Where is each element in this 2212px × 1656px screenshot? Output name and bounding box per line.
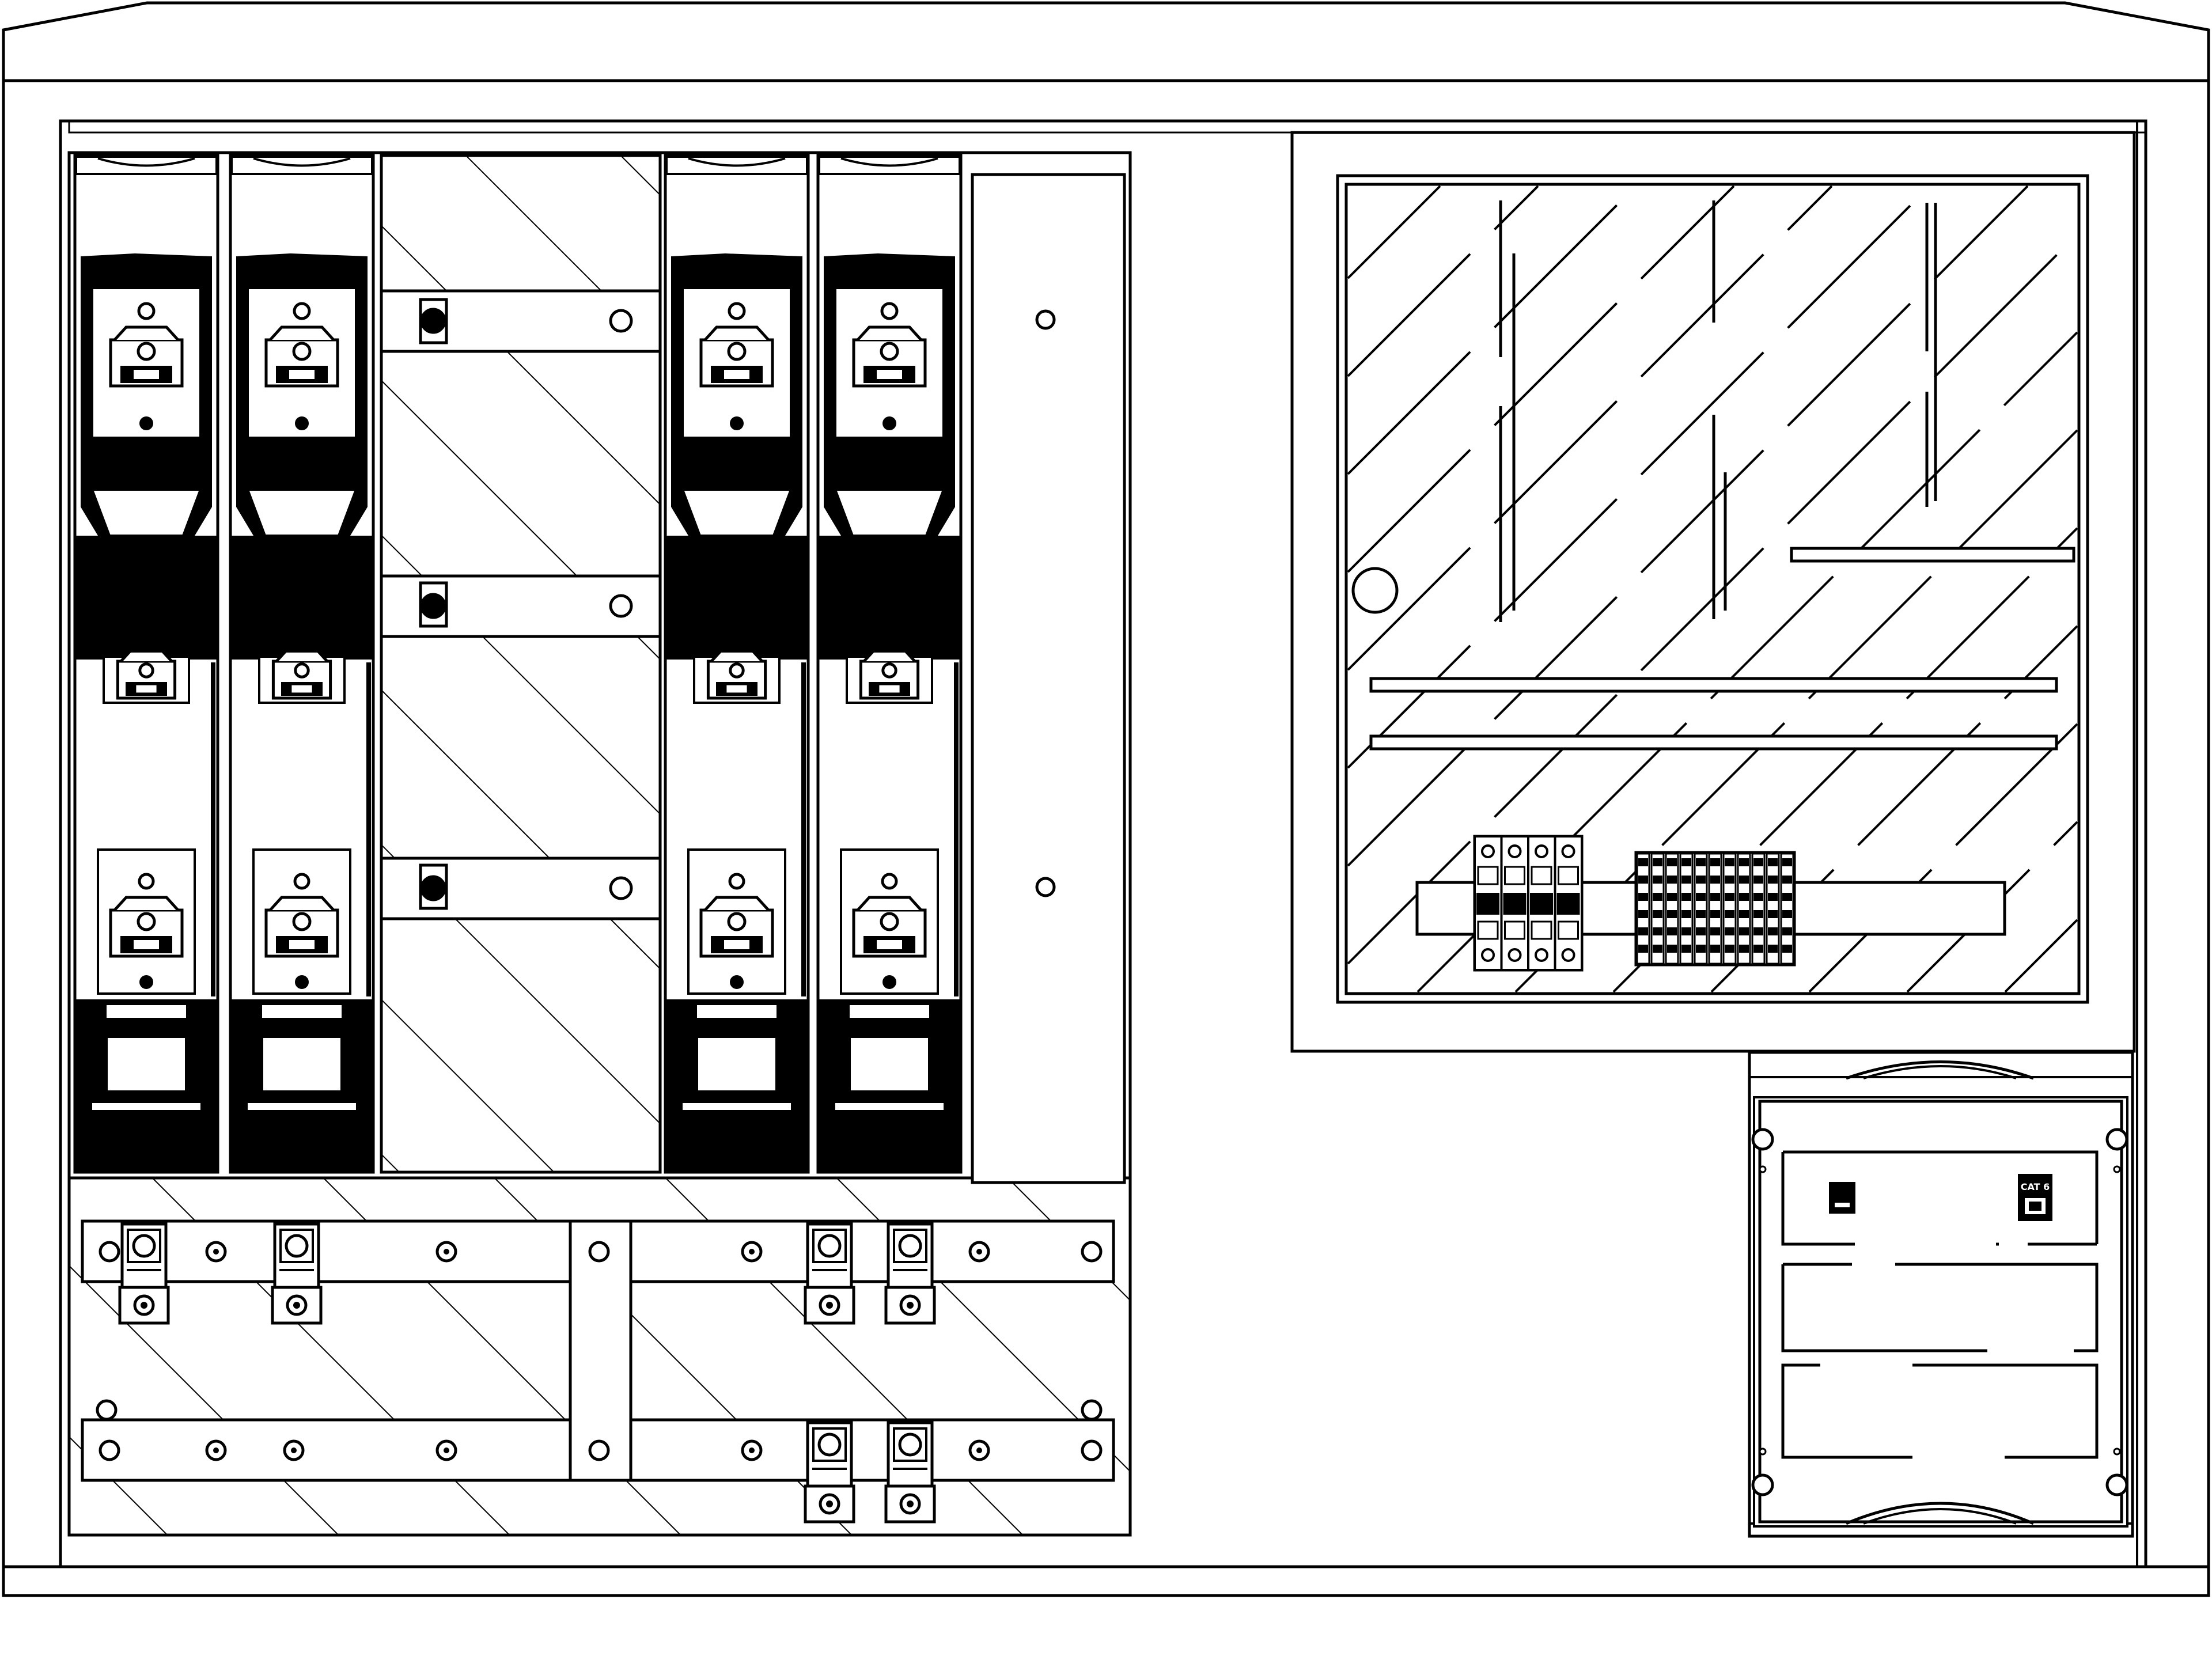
center-busbar-rails — [380, 289, 662, 920]
circuit-breaker-group — [1473, 835, 1584, 972]
busbar-bolts — [96, 1241, 1103, 1461]
meter-compartment — [1290, 131, 2136, 1053]
bottom-busbars — [81, 1219, 1115, 1482]
horizontal-rails — [1369, 547, 2075, 751]
cat6-socket: CAT 6 — [2018, 1174, 2052, 1221]
cable-clamps — [118, 1222, 936, 1524]
door-lock — [1351, 567, 1399, 614]
side-cover-plate — [971, 173, 1126, 1184]
cable-clamp — [884, 1421, 936, 1524]
fuse-switch-units — [73, 154, 963, 1174]
vertical-rails — [1499, 200, 1937, 622]
socket-plain — [1829, 1182, 1855, 1214]
cable-clamp — [118, 1222, 170, 1325]
cat6-label: CAT 6 — [2021, 1181, 2050, 1192]
fuse-switch-unit — [229, 154, 375, 1174]
cable-clamp — [884, 1222, 936, 1325]
terminal-block-group — [1634, 851, 1796, 967]
cable-clamp — [804, 1421, 855, 1524]
cable-clamp — [271, 1222, 323, 1325]
fuse-switch-unit — [73, 154, 219, 1174]
data-module: CAT 6 — [1748, 1051, 2134, 1538]
fuse-switch-unit — [816, 154, 963, 1174]
fuse-switch-unit — [664, 154, 810, 1174]
cable-clamp — [804, 1222, 855, 1325]
fuse-busbar-section — [67, 151, 1132, 1537]
